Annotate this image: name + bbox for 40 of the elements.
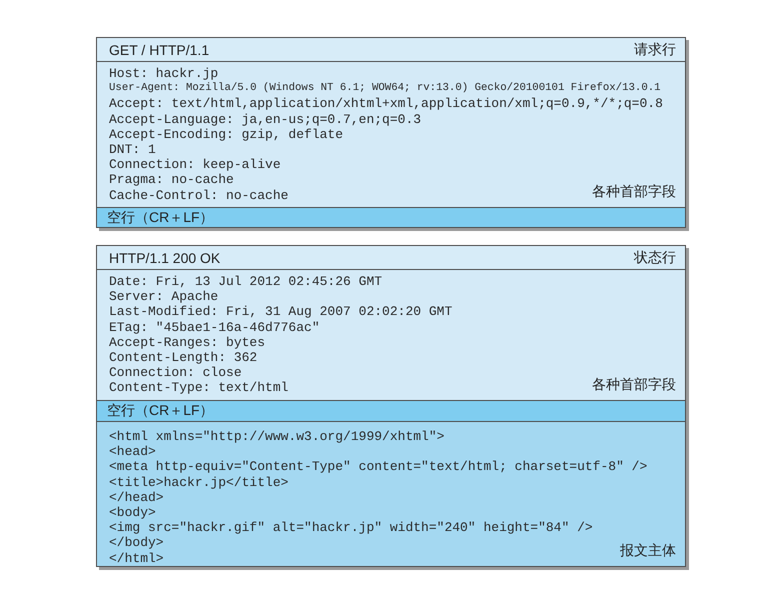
code-line: <meta http-equiv="Content-Type" content="text/html; charset=utf-8" />	[109, 459, 648, 475]
message-panel	[96, 37, 686, 228]
code-line: Server: Apache	[109, 289, 218, 304]
code-line: Last-Modified: Fri, 31 Aug 2007 02:02:20 GMT	[109, 304, 452, 320]
code-line: Host: hackr.jp	[109, 66, 218, 82]
section-label: 各种首部字段	[592, 376, 676, 394]
blank-line-band	[97, 207, 685, 227]
band-text: 空行（CR＋LF）	[107, 208, 214, 226]
code-line: <img src="hackr.gif" alt="hackr.jp" width="240" height="84" />	[109, 520, 593, 536]
code-line: Pragma: no-cache	[109, 172, 234, 188]
code-line: User-Agent: Mozilla/5.0 (Windows NT 6.1; WOW64; rv:13.0) Gecko/20100101 Firefox/13.0.1	[109, 81, 661, 96]
blank-line-band	[97, 400, 685, 421]
code-line: </body>	[109, 535, 164, 550]
code-line: Accept-Encoding: gzip, deflate	[109, 126, 344, 142]
code-line: Accept-Ranges: bytes	[109, 334, 266, 350]
section-label: 报文主体	[620, 542, 676, 560]
code-line: <html xmlns="http://www.w3.org/1999/xhtml">	[109, 429, 444, 444]
band-text: 空行（CR＋LF）	[107, 402, 214, 420]
code-line: </html>	[109, 550, 164, 566]
section-label: 状态行	[634, 248, 676, 266]
code-line: Connection: keep-alive	[109, 157, 281, 172]
message-body-section	[97, 421, 685, 566]
code-line: <head>	[109, 444, 156, 460]
message-panel	[96, 245, 686, 567]
code-line: Cache-Control: no-cache	[109, 188, 288, 203]
start-line-text: GET / HTTP/1.1	[109, 42, 210, 58]
code-line: Date: Fri, 13 Jul 2012 02:45:26 GMT	[109, 274, 382, 290]
code-line: </head>	[109, 490, 164, 505]
code-line: Accept: text/html,application/xhtml+xml,application/xml;q=0.9,*/*;q=0.8	[109, 96, 663, 112]
section-label: 各种首部字段	[592, 183, 676, 201]
code-line: <title>hackr.jp</title>	[109, 474, 288, 490]
code-line: ETag: "45bae1-16a-46d776ac"	[109, 320, 320, 335]
code-line: Connection: close	[109, 365, 242, 380]
code-line: DNT: 1	[109, 142, 156, 158]
section-label: 请求行	[634, 40, 676, 58]
code-line: <body>	[109, 504, 156, 520]
code-line: Content-Type: text/html	[109, 380, 288, 396]
start-line-text: HTTP/1.1 200 OK	[109, 250, 220, 266]
code-line: Accept-Language: ja,en-us;q=0.7,en;q=0.3	[109, 112, 422, 127]
code-line: Content-Length: 362	[109, 350, 258, 366]
